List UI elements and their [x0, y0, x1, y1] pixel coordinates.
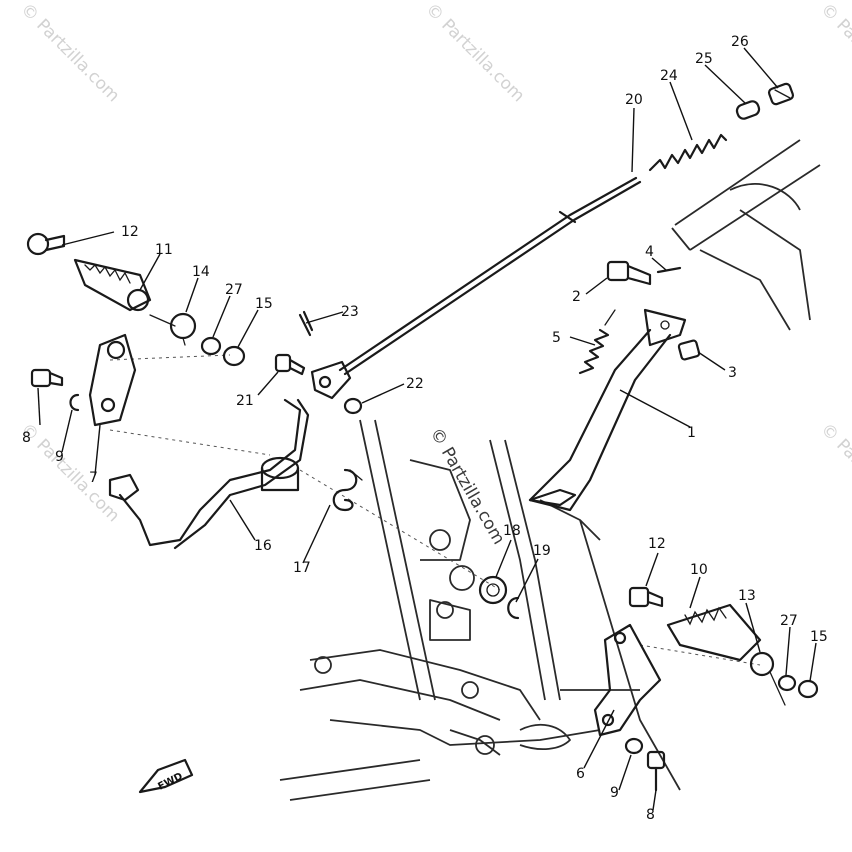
callout-13: 13 [738, 588, 756, 604]
sidestand-bolt [606, 260, 652, 286]
callout-9-right: 9 [610, 785, 619, 801]
callout-20: 20 [625, 92, 643, 108]
callout-4: 4 [645, 244, 654, 260]
callout-14: 14 [192, 264, 210, 280]
footrest-spring-left [149, 312, 197, 346]
brake-rod-clevis [310, 360, 352, 400]
circlip-center [507, 596, 520, 620]
washer-right [777, 674, 797, 692]
callout-8-left: 8 [22, 430, 31, 446]
forward-arrow-badge: FWD [138, 758, 194, 794]
callout-15-right: 15 [810, 629, 828, 645]
callout-27-left: 27 [225, 282, 243, 298]
cotter-pin [298, 310, 314, 337]
sidestand-pin [656, 266, 682, 274]
washer-clip-right [624, 737, 644, 755]
brake-rod-spring [648, 133, 728, 172]
brake-pedal [108, 398, 310, 550]
callout-15-left: 15 [255, 296, 273, 312]
alignment-lines [109, 354, 761, 666]
callout-6: 6 [576, 766, 585, 782]
callout-10: 10 [690, 562, 708, 578]
callout-12-right: 12 [648, 536, 666, 552]
watermark-mid-right: © Partzilla.com [816, 419, 852, 526]
callout-5: 5 [552, 330, 561, 346]
watermark-top-right: © Partzilla.com [816, 0, 852, 106]
footrest-right [666, 603, 762, 662]
footrest-spring-right [749, 651, 786, 706]
callout-9-left: 9 [55, 449, 64, 465]
callout-23: 23 [341, 304, 359, 320]
callout-1: 1 [687, 425, 696, 441]
footrest-left [73, 258, 152, 312]
callout-3: 3 [728, 365, 737, 381]
callout-16: 16 [254, 538, 272, 554]
callout-19: 19 [533, 543, 551, 559]
callout-25: 25 [695, 51, 713, 67]
brake-pedal-spring [332, 468, 363, 512]
motorcycle-frame [279, 139, 821, 801]
footrest-bolt-right [628, 586, 664, 608]
callout-21: 21 [236, 393, 254, 409]
callout-12-left: 12 [121, 224, 139, 240]
pin-left [222, 345, 246, 367]
callout-18: 18 [503, 523, 521, 539]
callout-numbers: 12 11 14 27 15 23 21 22 20 24 25 26 4 2 … [22, 34, 828, 823]
washer-left [200, 336, 222, 356]
sidestand-nut [677, 339, 701, 361]
brake-rod-nut [767, 82, 795, 106]
washer-rod [343, 397, 363, 415]
washer-center [478, 575, 508, 605]
callout-17: 17 [293, 560, 311, 576]
callout-8-right: 8 [646, 807, 655, 823]
watermark-top-left: © Partzilla.com [16, 0, 123, 106]
watermark-top-center: © Partzilla.com [421, 0, 528, 106]
footrest-bracket-left [88, 333, 137, 427]
callout-11: 11 [155, 242, 173, 258]
washer-clip-left [69, 393, 80, 412]
callout-24: 24 [660, 68, 678, 84]
bolt-left [30, 368, 64, 388]
watermark-mid-left: © Partzilla.com [16, 419, 123, 526]
callout-7: 7 [89, 470, 98, 486]
sidestand [528, 308, 687, 512]
callout-22: 22 [406, 376, 424, 392]
pin-right [797, 679, 819, 699]
footrest-bolt-left [26, 232, 66, 256]
brake-rod [338, 176, 642, 376]
clevis-pin [274, 353, 306, 376]
callout-2: 2 [572, 289, 581, 305]
sidestand-spring [578, 309, 616, 375]
callout-27-right: 27 [780, 613, 798, 629]
footrest-bracket-right [593, 623, 662, 737]
bolt-right [646, 750, 666, 792]
forward-arrow-label: FWD [156, 771, 184, 793]
callout-26: 26 [731, 34, 749, 50]
leader-lines [37, 47, 817, 811]
adjuster-nut [735, 100, 761, 120]
